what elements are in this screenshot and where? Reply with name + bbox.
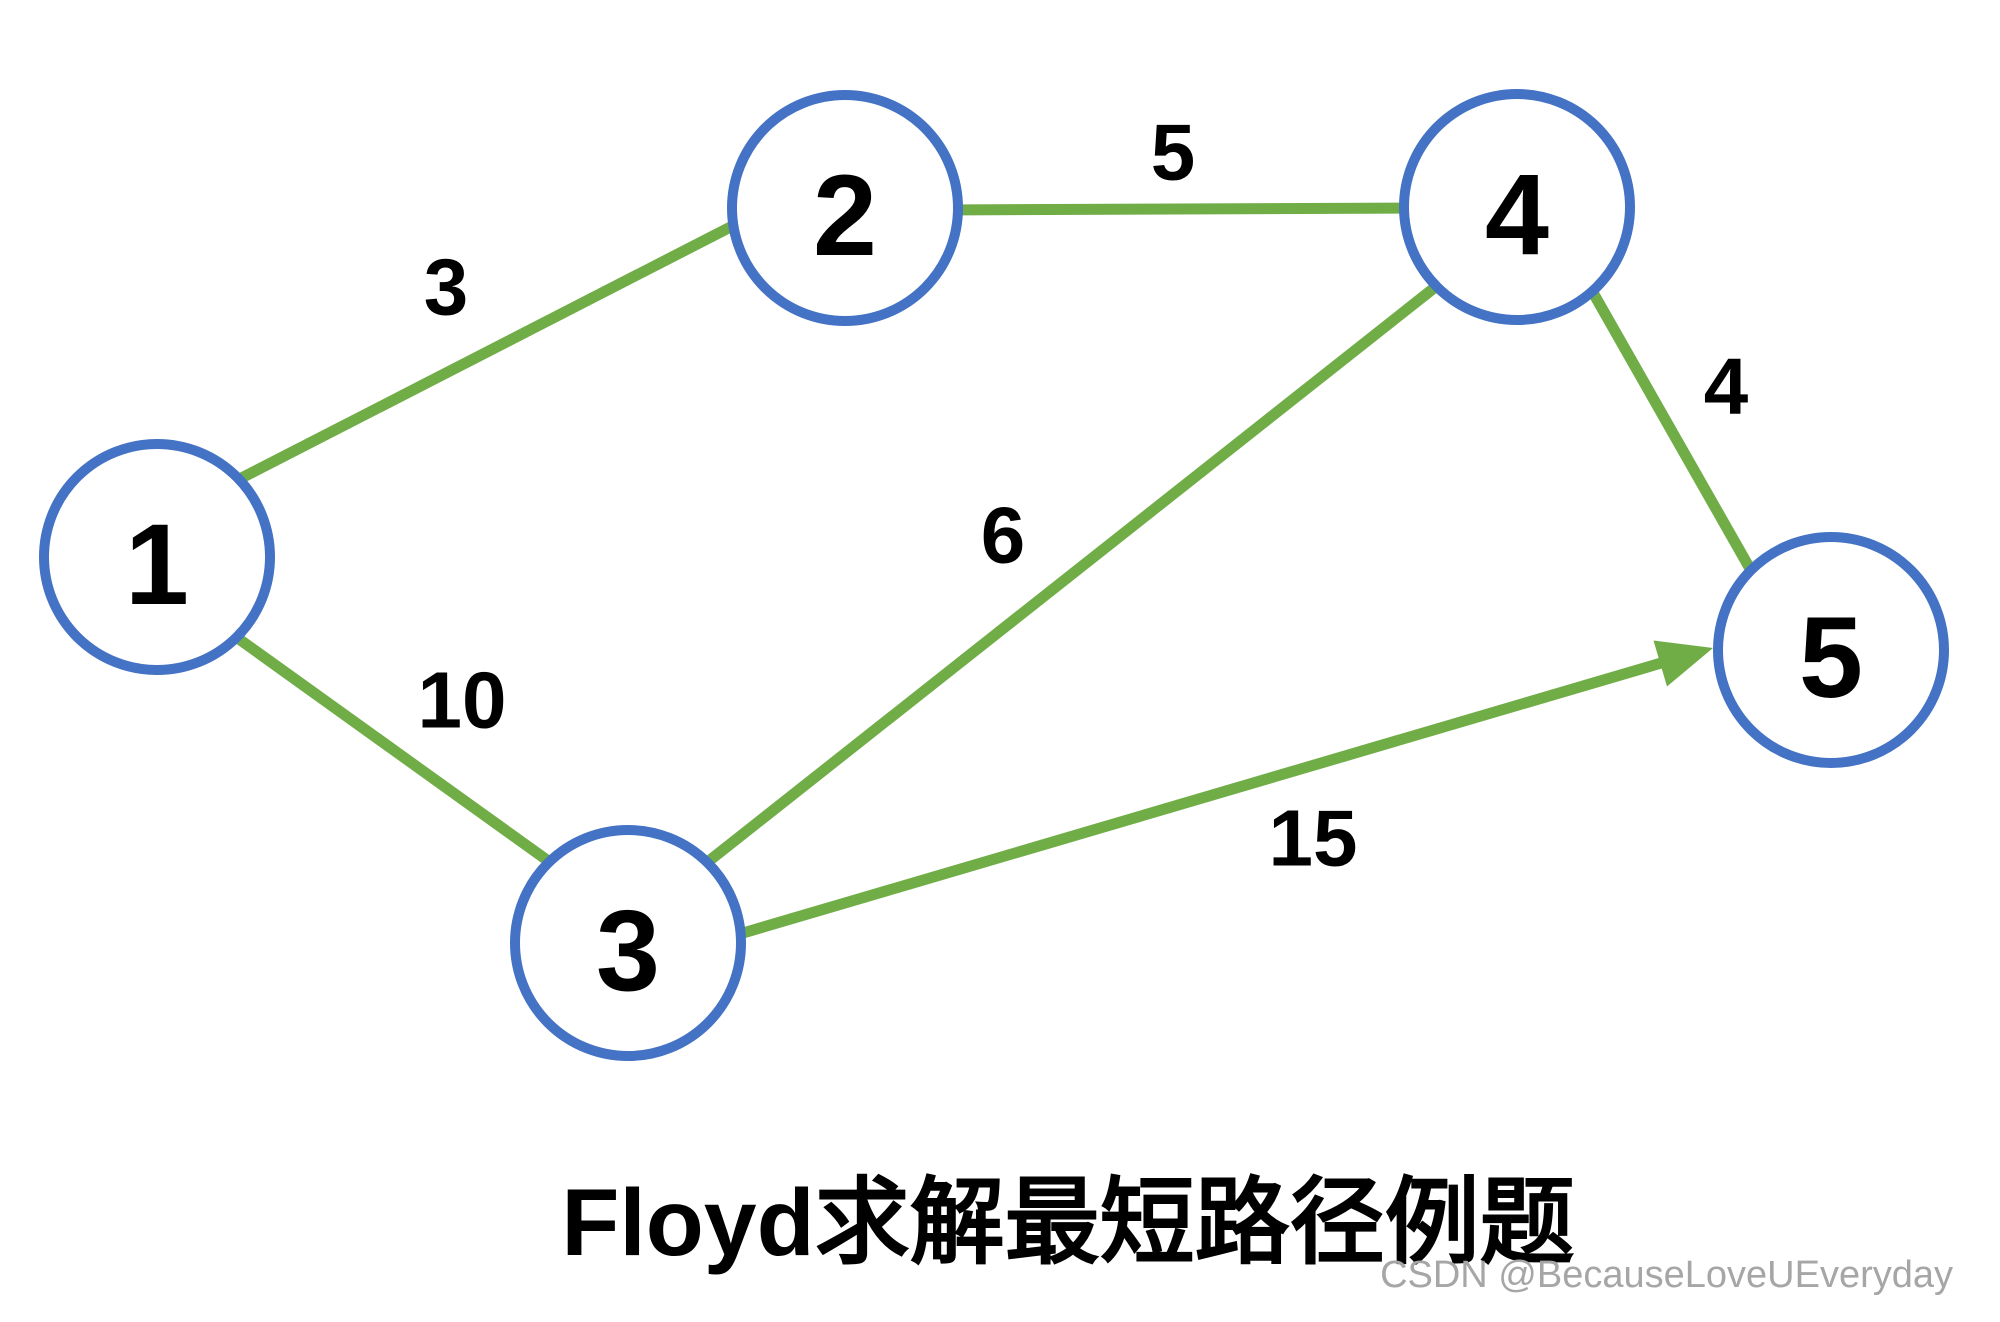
edge-1-3-weight: 10 [418, 656, 507, 745]
edges [219, 202, 1762, 944]
csdn-watermark: CSDN @BecauseLoveUEveryday [1380, 1254, 1953, 1296]
edge-3-4-weight: 6 [981, 491, 1026, 580]
node-1-circle [39, 439, 275, 675]
edge-2-4-weight: 5 [1151, 108, 1196, 197]
node-3-label: 3 [596, 887, 660, 1015]
edge-weights: 3 5 10 6 4 15 [418, 108, 1749, 883]
edge-1-2 [219, 213, 751, 493]
edge-3-4 [691, 272, 1452, 877]
edge-4-5 [1578, 272, 1762, 584]
node-2-circle [727, 90, 963, 326]
node-5-label: 5 [1799, 594, 1863, 722]
edge-3-5 [724, 655, 1670, 944]
node-4-label: 4 [1485, 151, 1549, 279]
edge-2-4 [939, 202, 1426, 216]
node-1-label: 1 [125, 501, 189, 629]
diagram-title: Floyd求解最短路径例题 [561, 1170, 1575, 1276]
arrowhead-3-5-icon [1653, 640, 1713, 687]
node-2-label: 2 [813, 152, 877, 280]
node-4-circle [1399, 89, 1635, 325]
edge-1-3 [221, 624, 569, 878]
node-5-circle [1713, 532, 1949, 768]
edge-3-5-weight: 15 [1269, 794, 1358, 883]
edge-1-2-weight: 3 [424, 243, 469, 332]
edge-4-5-weight: 4 [1704, 342, 1749, 431]
node-3-circle [510, 825, 746, 1061]
nodes: 1 2 3 4 5 [39, 89, 1949, 1061]
